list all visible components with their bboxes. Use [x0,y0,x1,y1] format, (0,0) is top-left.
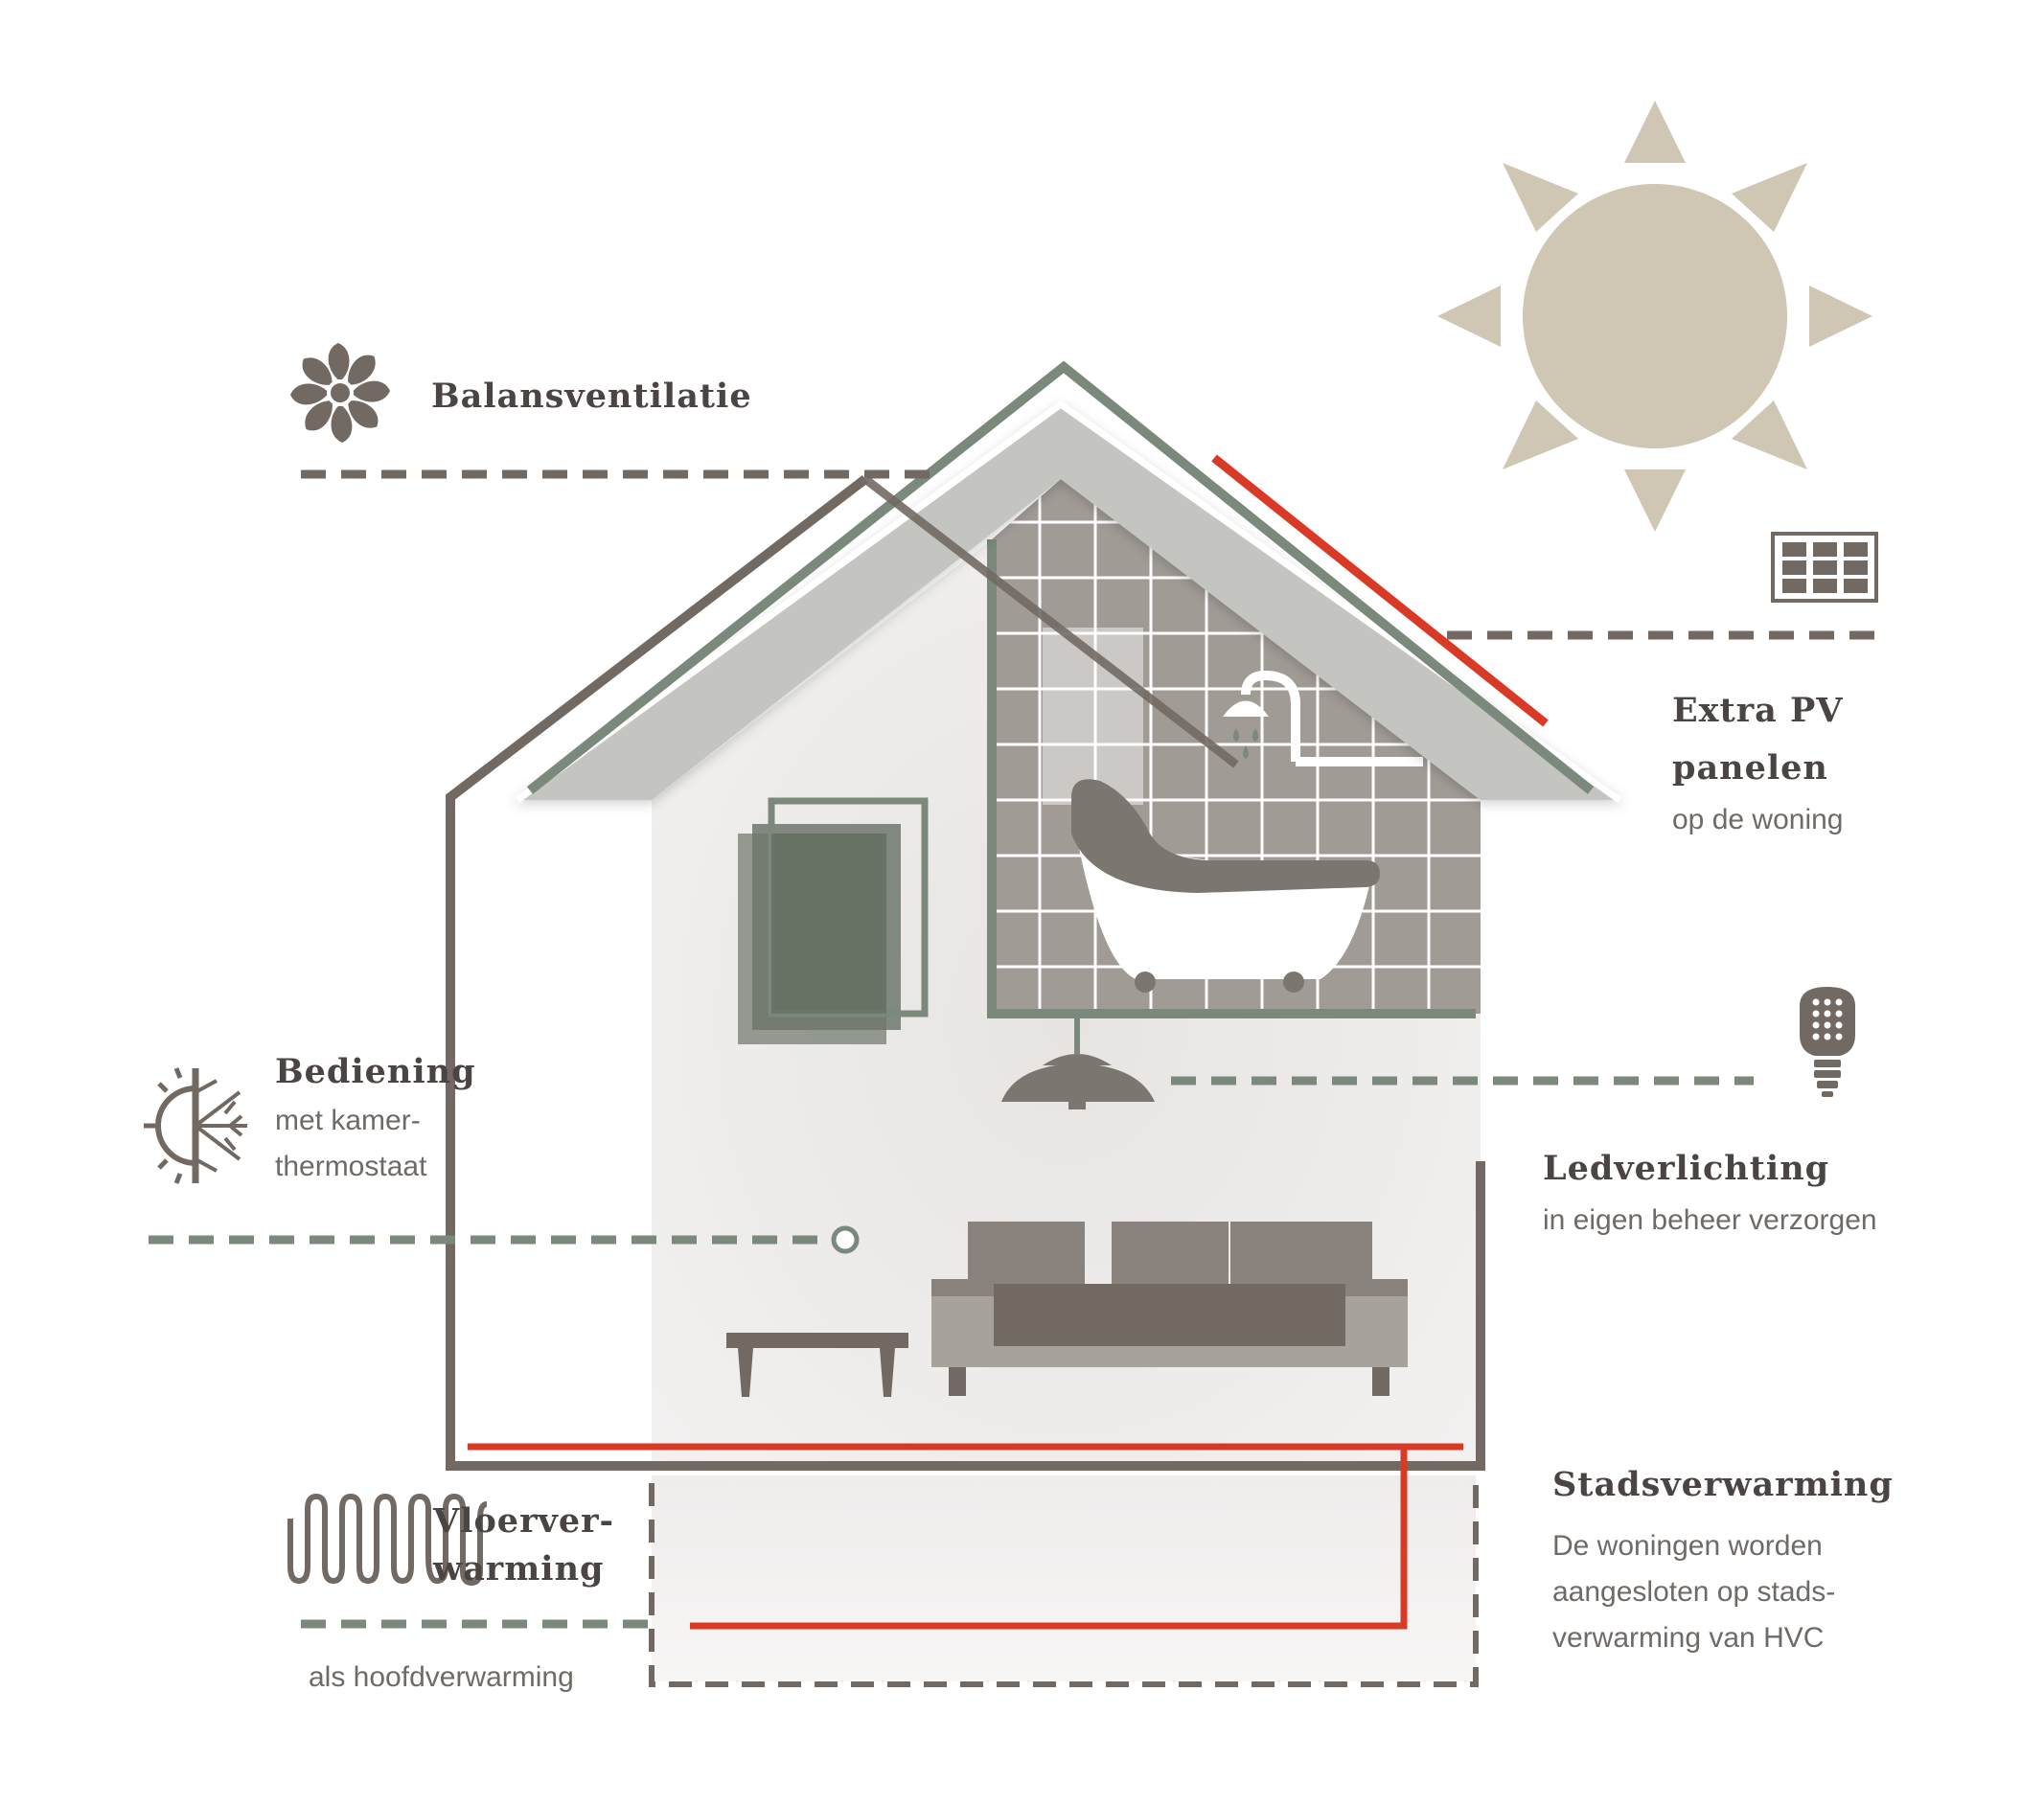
roof-outline-green [526,360,1595,794]
fan-icon [290,343,390,443]
solar-panel-icon [1771,532,1878,603]
table-icon [726,1333,908,1397]
control-title: Bediening [275,1052,476,1091]
heating-pipes [468,1443,1463,1630]
ceiling-lamp-icon [1001,1016,1155,1109]
pv-title-line2: panelen [1672,748,1828,788]
shower-icon [1223,670,1423,766]
control-subtitle-line1: met kamer- [275,1105,421,1136]
floor-heating-title-line2: warming [433,1549,605,1589]
sun-icon [1437,101,1872,532]
district-heating-subtitle-line1: De woningen worden [1552,1530,1823,1562]
control-subtitle-line2: thermostaat [275,1151,427,1182]
window-icon [738,797,929,1044]
floor-heating-label: Vloerver- warming [433,1497,614,1593]
floor-heating-icon [287,1493,488,1587]
district-heating-title: Stadsverwarming [1552,1465,1894,1504]
pv-panel-line [1211,454,1549,727]
thermostat-icon [144,1067,247,1184]
leader-lines [149,469,1883,1629]
ventilation-title: Balansventilatie [431,377,752,416]
outer-wall [446,475,1485,1471]
led-bulb-icon [1800,987,1855,1097]
basement [649,1475,1479,1687]
district-heating-subtitle-line2: aangesloten op stads- [1552,1576,1836,1608]
bathtub-icon [1071,779,1380,993]
pv-title-line1: Extra PV [1672,691,1844,730]
ventilation-duct [862,475,1239,768]
sofa-icon [931,1222,1408,1396]
led-title: Ledverlichting [1543,1149,1830,1188]
district-heating-subtitle-line3: verwarming van HVC [1552,1622,1825,1654]
led-subtitle: in eigen beheer verzorgen [1543,1204,1877,1236]
district-heating-label: Stadsverwarming De woningen worden aange… [1552,1456,1894,1661]
thermostat-point [831,1225,860,1254]
led-label: Ledverlichting in eigen beheer verzorgen [1543,1140,1877,1244]
ventilation-label: Balansventilatie [431,377,752,416]
floor-heating-title-line1: Vloerver- [433,1501,615,1541]
pv-subtitle: op de woning [1672,804,1844,835]
control-label: Bediening met kamer- thermostaat [275,1046,476,1190]
floor-heating-subtitle: als hoofdverwarming [309,1661,574,1693]
pv-label: Extra PV panelen op de woning [1672,682,1844,843]
